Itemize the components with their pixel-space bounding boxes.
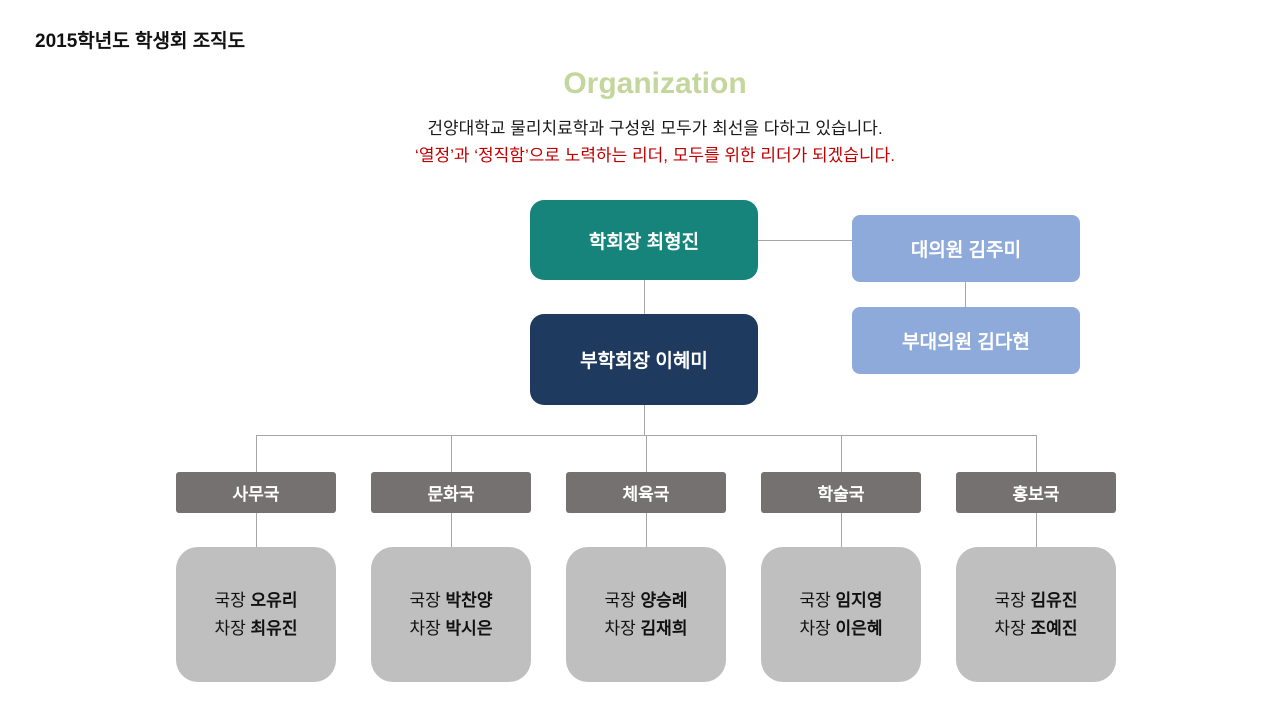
dept-head-line: 국장 양승례 [605,587,688,615]
role-label-deputy: 차장 [214,618,246,638]
department-block: 사무국 국장 오유리 차장 최유진 [176,472,336,682]
connector-header-card-2 [646,513,647,547]
dept-head-line: 국장 박찬양 [410,587,493,615]
role-label-head: 국장 [604,590,636,610]
connector-drop-dept-1 [451,435,452,472]
org-node-representative: 대의원 김주미 [852,215,1080,282]
subtitle-line-2: ‘열정’과 ‘정직함’으로 노력하는 리더, 모두를 위한 리더가 되겠습니다. [415,146,895,165]
org-node-president: 학회장 최형진 [530,200,758,280]
dept-deputy-line: 차장 박시은 [410,615,493,643]
dept-name: 체육국 [622,485,670,504]
person-name-deputy: 최유진 [250,618,298,638]
header-block: Organization 건양대학교 물리치료학과 구성원 모두가 최선을 다하… [15,66,1280,166]
connector-header-card-3 [841,513,842,547]
person-name-deputy: 조예진 [1030,618,1078,638]
dept-name: 학술국 [817,485,865,504]
connector-drop-dept-0 [256,435,257,472]
connector-header-card-0 [256,513,257,547]
person-name-head: 오유리 [250,590,298,610]
department-block: 체육국 국장 양승례 차장 김재희 [566,472,726,682]
org-node-president-label: 학회장 최형진 [588,231,700,253]
person-name-head: 김유진 [1030,590,1078,610]
dept-deputy-line: 차장 김재희 [605,615,688,643]
dept-deputy-line: 차장 이은혜 [800,615,883,643]
connector-drop-dept-3 [841,435,842,472]
dept-card: 국장 양승례 차장 김재희 [566,547,726,682]
connector-drop-dept-4 [1036,435,1037,472]
connector-representative-vice-representative [965,282,966,307]
dept-card: 국장 임지영 차장 이은혜 [761,547,921,682]
connector-vice-president-distribution [644,405,645,435]
connector-header-card-1 [451,513,452,547]
role-label-deputy: 차장 [604,618,636,638]
org-node-vice-president-label: 부학회장 이혜미 [580,351,708,372]
person-name-deputy: 박시은 [445,618,493,638]
person-name-deputy: 김재희 [640,618,688,638]
dept-header: 문화국 [371,472,531,513]
person-name-deputy: 이은혜 [835,618,883,638]
dept-header: 체육국 [566,472,726,513]
dept-header: 홍보국 [956,472,1116,513]
role-label-head: 국장 [994,590,1026,610]
org-node-vice-president: 부학회장 이혜미 [530,314,758,405]
connector-president-representative [758,240,852,241]
person-name-head: 박찬양 [445,590,493,610]
dept-name: 홍보국 [1012,485,1060,504]
department-block: 학술국 국장 임지영 차장 이은혜 [761,472,921,682]
dept-header: 학술국 [761,472,921,513]
connector-header-card-4 [1036,513,1037,547]
dept-deputy-line: 차장 조예진 [995,615,1078,643]
role-label-deputy: 차장 [799,618,831,638]
connector-president-vice-president [644,280,645,314]
dept-head-line: 국장 오유리 [215,587,298,615]
connector-drop-dept-2 [646,435,647,472]
dept-head-line: 국장 임지영 [800,587,883,615]
org-node-vice-representative-label: 부대의원 김다현 [902,332,1030,353]
dept-card: 국장 오유리 차장 최유진 [176,547,336,682]
dept-card: 국장 김유진 차장 조예진 [956,547,1116,682]
department-block: 홍보국 국장 김유진 차장 조예진 [956,472,1116,682]
role-label-deputy: 차장 [409,618,441,638]
dept-header: 사무국 [176,472,336,513]
org-node-vice-representative: 부대의원 김다현 [852,307,1080,374]
organization-heading: Organization [563,67,747,100]
person-name-head: 양승례 [640,590,688,610]
dept-deputy-line: 차장 최유진 [215,615,298,643]
dept-head-line: 국장 김유진 [995,587,1078,615]
org-node-representative-label: 대의원 김주미 [910,240,1022,261]
department-block: 문화국 국장 박찬양 차장 박시은 [371,472,531,682]
page-title: 2015학년도 학생회 조직도 [35,31,246,52]
role-label-head: 국장 [214,590,246,610]
role-label-head: 국장 [409,590,441,610]
dept-card: 국장 박찬양 차장 박시은 [371,547,531,682]
person-name-head: 임지영 [835,590,883,610]
role-label-head: 국장 [799,590,831,610]
subtitle-line-1: 건양대학교 물리치료학과 구성원 모두가 최선을 다하고 있습니다. [427,119,883,138]
dept-name: 사무국 [232,485,280,504]
dept-name: 문화국 [427,485,475,504]
role-label-deputy: 차장 [994,618,1026,638]
